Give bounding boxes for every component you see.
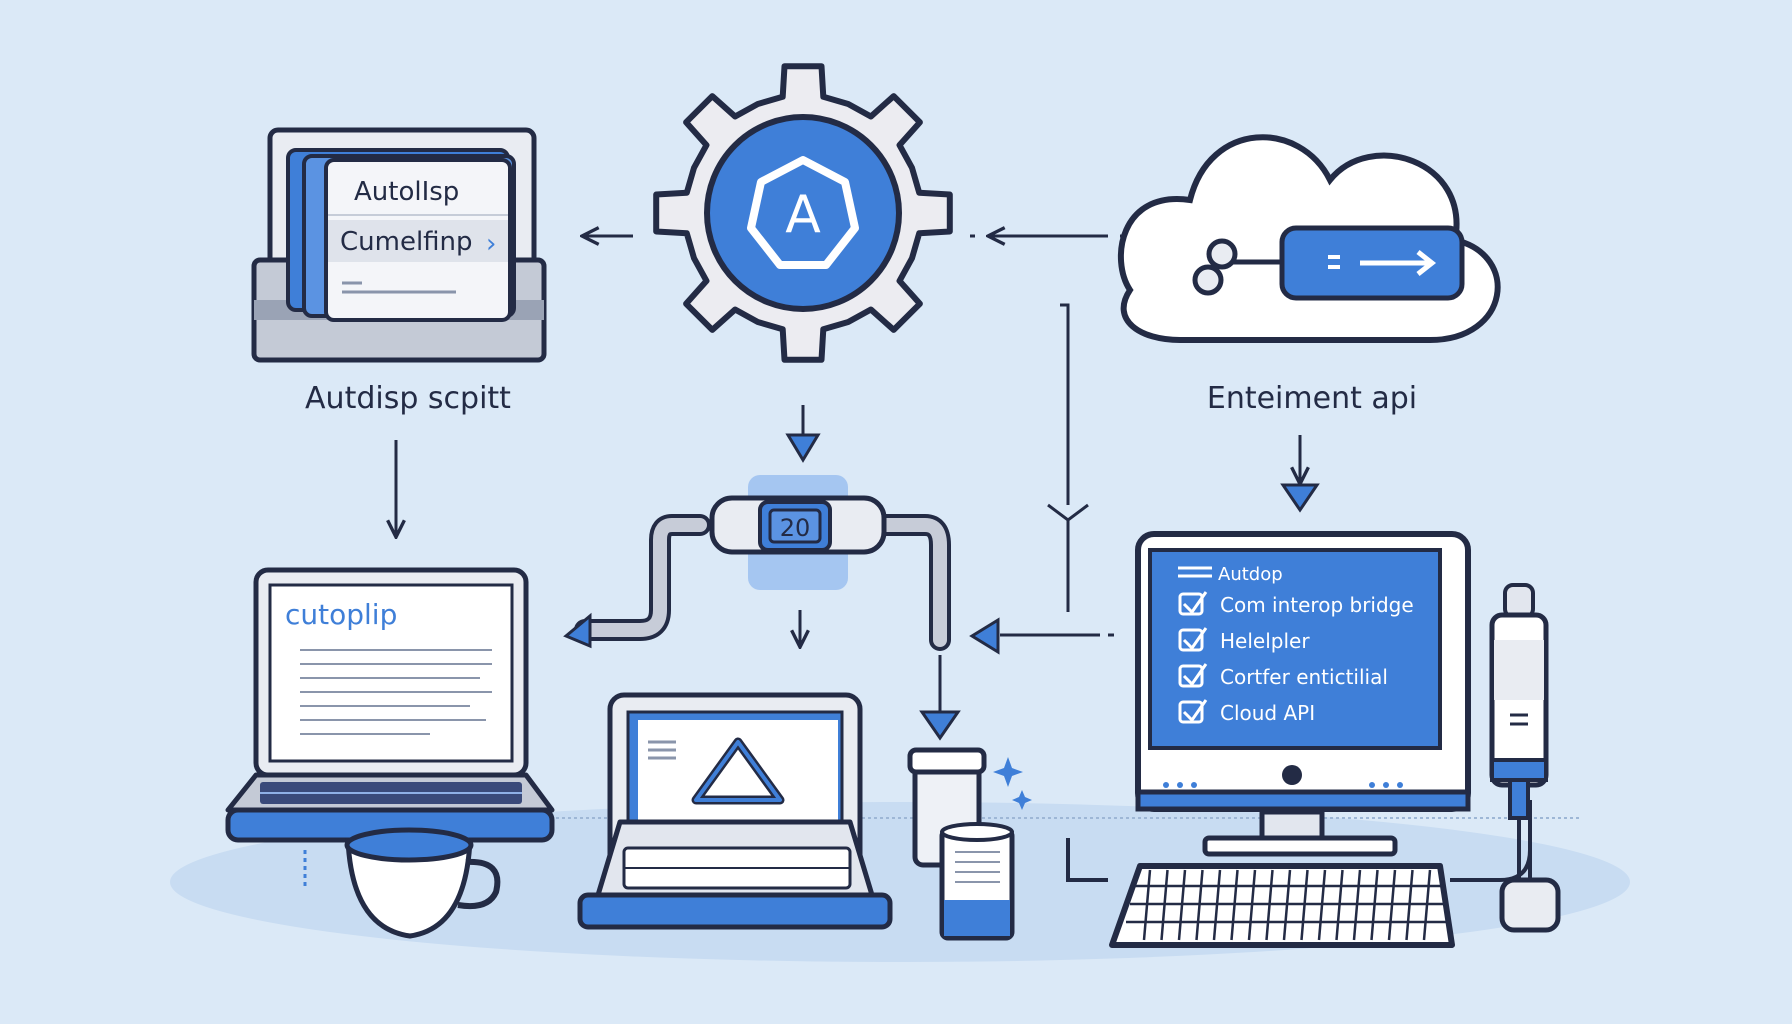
monitor-item-3: Cortfer entictilial xyxy=(1220,665,1388,689)
keyboard-key-divider xyxy=(1142,869,1152,941)
left-caption: Autdisp scpitt xyxy=(305,381,511,416)
keyboard-key-divider xyxy=(1335,869,1344,941)
coffee-cup-icon xyxy=(303,827,501,939)
settings-gear-icon: A xyxy=(653,63,953,363)
jar-arrowhead xyxy=(919,710,961,741)
keyboard-key-divider xyxy=(1317,869,1327,941)
keyboard-key-divider xyxy=(1370,869,1379,941)
sparkle-icon xyxy=(993,757,1032,810)
keyboard-key-divider xyxy=(1387,869,1397,941)
keyboard xyxy=(1109,863,1455,948)
keyboard-key-divider xyxy=(1195,869,1204,941)
usb-plug-icon xyxy=(1489,583,1561,933)
keyboard-key-divider xyxy=(1265,869,1274,941)
center-laptop xyxy=(577,692,893,930)
keyboard-key-divider xyxy=(1230,869,1239,941)
card-line-2: Cumelfinp xyxy=(340,227,473,257)
cloud-down-arrowhead xyxy=(1280,483,1320,513)
card-line-1: AutolIsp xyxy=(354,177,459,207)
cloud-caption: Enteiment api xyxy=(1207,381,1417,416)
laptop-title: cutoplip xyxy=(285,598,397,631)
keyboard-key-divider xyxy=(1422,869,1432,941)
gear-logo-letter: A xyxy=(785,185,821,245)
keyboard-key-divider xyxy=(1212,869,1222,941)
script-document-tray: AutolIsp Cumelfinp › xyxy=(251,127,547,363)
keyboard-key-divider xyxy=(1177,869,1187,941)
keyboard-key-divider xyxy=(1300,869,1309,941)
monitor-item-4: Cloud API xyxy=(1220,701,1315,725)
keyboard-key-divider xyxy=(1352,869,1362,941)
right-monitor: Autdop Com interop bridge Helelpler Cort… xyxy=(1135,531,1471,857)
gear-down-arrowhead xyxy=(785,433,821,463)
keyboard-key-divider xyxy=(1282,869,1292,941)
monitor-header: Autdop xyxy=(1218,564,1283,585)
checkbox-icon xyxy=(1178,591,1208,724)
left-laptop: cutoplip xyxy=(225,567,555,843)
monitor-item-1: Com interop bridge xyxy=(1220,593,1414,617)
monitor-item-2: Helelpler xyxy=(1220,629,1310,653)
card-chevron: › xyxy=(486,229,496,259)
jar-icon xyxy=(907,747,1015,941)
pipe-right-arrowhead xyxy=(969,617,1000,655)
keyboard-key-divider xyxy=(1247,869,1257,941)
keyboard-key-divider xyxy=(1405,869,1414,941)
connector-label: 20 xyxy=(780,514,811,542)
pipe-connector: 20 xyxy=(563,475,951,651)
keyboard-key-divider xyxy=(1160,869,1169,941)
cloud-icon xyxy=(1117,134,1501,343)
